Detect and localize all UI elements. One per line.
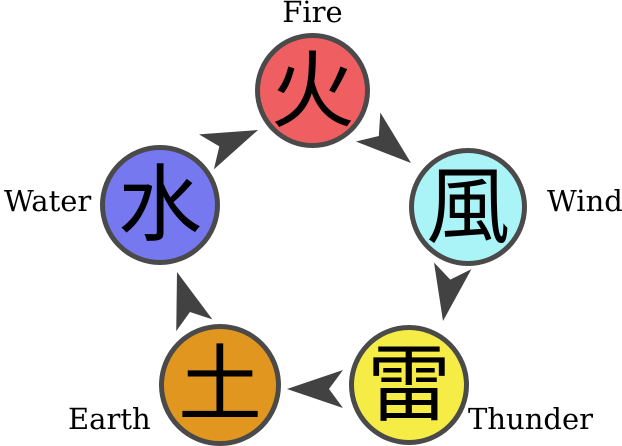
fire-label: Fire: [282, 0, 343, 29]
fire-kanji: 火: [270, 41, 355, 140]
earth-kanji: 土: [177, 336, 262, 434]
wind-label: Wind: [547, 184, 622, 218]
fire-circle: 火: [255, 33, 370, 148]
thunder-kanji: 雷: [366, 336, 451, 434]
arrow-wind-to-thunder: [434, 262, 472, 321]
water-label: Water: [4, 184, 92, 218]
wind-kanji: 風: [425, 158, 510, 256]
arrow-fire-to-wind: [355, 112, 411, 163]
thunder-label: Thunder: [468, 402, 593, 436]
water-kanji: 水: [117, 156, 202, 254]
arrow-earth-to-water: [176, 272, 213, 332]
wind-circle: 風: [409, 148, 527, 266]
water-circle: 水: [100, 145, 220, 265]
arrow-thunder-to-earth: [287, 370, 343, 408]
thunder-circle: 雷: [349, 325, 469, 445]
earth-circle: 土: [159, 324, 281, 446]
arrow-water-to-fire: [199, 130, 258, 170]
earth-label: Earth: [68, 402, 151, 436]
